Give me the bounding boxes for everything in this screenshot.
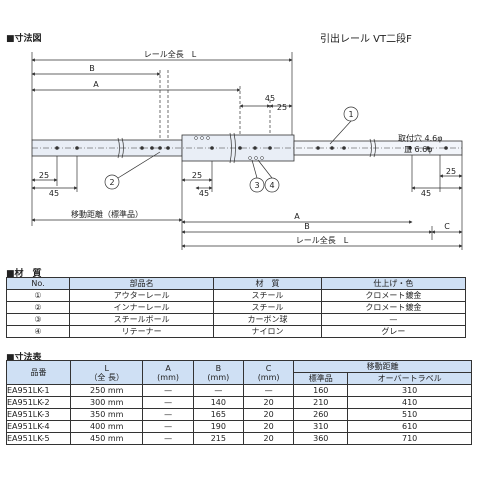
col-finish: 仕上げ・色 [320, 277, 467, 290]
col-travel: 移動距離 [293, 360, 472, 373]
counterbore-label: 皿 6.6φ [404, 145, 433, 154]
dim-25-left: 25 [39, 171, 49, 180]
materials-header-row: No. 部品名 材 質 仕上げ・色 [6, 277, 467, 290]
dim-C-bottom: C [444, 222, 450, 231]
dimension-drawing: 2 3 4 1 レール全長 L B A 45 25 取付穴 4.6φ 皿 6.6… [31, 49, 463, 250]
col-overtravel: オーバートラベル [347, 372, 472, 385]
doc-title: 引出レール VT二段F [320, 34, 412, 45]
callout-4: 4 [269, 181, 274, 190]
dim-25-top: 25 [277, 103, 287, 112]
col-C: C (mm) [242, 360, 295, 385]
callout-2: 2 [109, 178, 114, 187]
dim-45-mid: 45 [199, 189, 209, 198]
dim-A-top: A [93, 80, 99, 89]
section-title-dims-table: ■寸法表 [6, 353, 42, 363]
dim-45-right: 45 [421, 189, 431, 198]
dim-25-mid: 25 [192, 171, 202, 180]
col-model: 品番 [6, 360, 71, 385]
dim-25-right: 25 [446, 167, 456, 176]
section-title-materials: ■材 質 [6, 269, 42, 279]
callout-3: 3 [254, 181, 259, 190]
rail-length-bottom: レール全長 L [296, 235, 349, 245]
dims-header-row: 品番 L （全 長） A (mm) B (mm) C (mm) 移動距離 [6, 360, 472, 385]
col-A: A (mm) [142, 360, 194, 385]
col-no: No. [6, 277, 70, 290]
hole-label: 取付穴 4.6φ [398, 133, 443, 143]
col-part: 部品名 [68, 277, 215, 290]
dim-45-left: 45 [49, 189, 59, 198]
dim-45-top: 45 [265, 94, 275, 103]
dims-subheader-row: 標準品 オーバートラベル [7, 372, 472, 385]
rail-length-top: レール全長 L [144, 49, 197, 59]
col-L: L （全 長） [69, 360, 144, 385]
col-B: B (mm) [192, 360, 244, 385]
callout-1: 1 [348, 110, 353, 119]
section-title-dims: ■寸法図 [6, 34, 42, 44]
dim-B-top: B [89, 64, 95, 73]
col-standard: 標準品 [293, 372, 349, 385]
dim-B-bottom: B [304, 222, 310, 231]
dims-table: 品番 L （全 長） A (mm) B (mm) C (mm) 移動距離 標準品… [6, 360, 472, 445]
travel-label: 移動距離（標準品） [71, 209, 143, 219]
col-material: 材 質 [213, 277, 322, 290]
dim-A-bottom: A [294, 212, 300, 221]
